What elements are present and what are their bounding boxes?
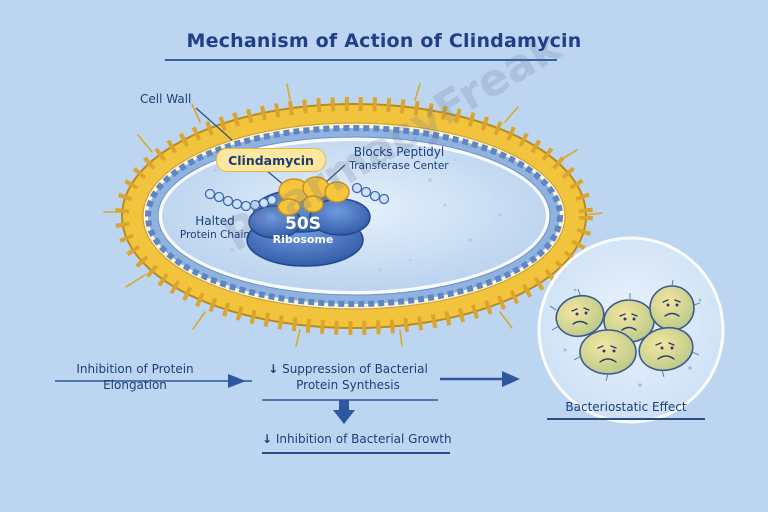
flow-step-2: ↓ Suppression of Bacterial Protein Synth… (258, 362, 438, 393)
cell-wall-leader (195, 107, 233, 141)
blocks-leader (324, 164, 346, 184)
clindamycin-molecule (277, 176, 350, 216)
cytoplasm-speckles (213, 158, 502, 272)
flow-step-1-line1: Inhibition of Protein (76, 362, 194, 376)
halted-protein-chain (204, 182, 390, 212)
arrow-2-head (502, 371, 520, 387)
arrow-down-icon: ↓ (262, 432, 273, 446)
ribosome-label-50s: 50S (285, 214, 321, 234)
cell-wall-label: Cell Wall (140, 92, 192, 106)
arrow-down-head (333, 410, 355, 424)
effect-underline (547, 418, 705, 420)
arrow-down-shaft (339, 400, 349, 412)
bacteriostatic-effect-label: Bacteriostatic Effect (565, 400, 687, 414)
clindamycin-label: Clindamycin (216, 148, 326, 172)
diagram-title: Mechanism of Action of Clindamycin (186, 30, 582, 52)
arrow-down-icon: ↓ (268, 362, 279, 376)
periplasm-texture (145, 125, 563, 307)
title-underline (165, 59, 557, 61)
arrow-1-head (228, 374, 246, 388)
halted-chain-line1: Halted (195, 214, 235, 228)
flow-step-1: Inhibition of Protein Elongation (62, 362, 208, 393)
halted-chain-label: Halted Protein Chain (178, 214, 252, 242)
cell-wall-texture (115, 97, 593, 335)
blocks-peptidyl-line2: Transferase Center (349, 160, 449, 172)
growth-underline (262, 452, 450, 454)
flow-step-2-line1: ↓ Suppression of Bacterial (268, 362, 428, 376)
halted-chain-line2: Protein Chain (179, 229, 251, 241)
flow-step-1-line2: Elongation (103, 377, 167, 392)
blocks-peptidyl-label: Blocks Peptidyl Transferase Center (334, 145, 464, 173)
blocks-peptidyl-line1: Blocks Peptidyl (353, 145, 445, 159)
ribosome-label-name: Ribosome (272, 232, 334, 246)
flow-step-2-line2: Protein Synthesis (296, 377, 400, 392)
bacteriostatic-cluster (537, 236, 725, 424)
flow-step-3: ↓ Inhibition of Bacterial Growth (262, 432, 452, 446)
ribosome-label: 50S Ribosome (258, 215, 348, 246)
